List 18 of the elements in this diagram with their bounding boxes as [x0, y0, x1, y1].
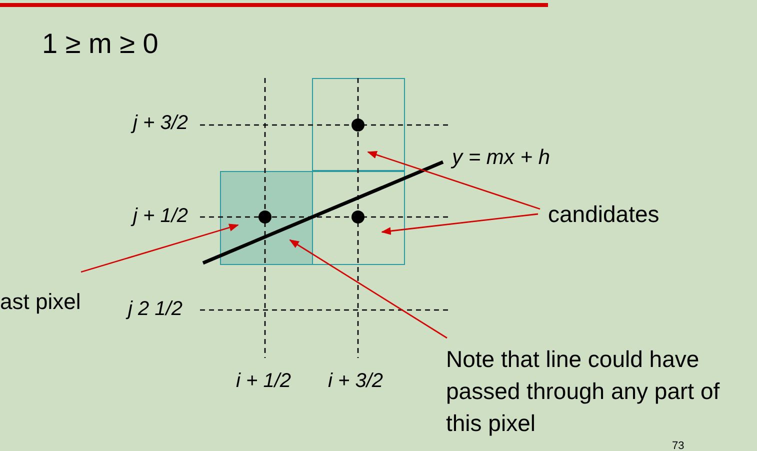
callout-text: ast pixel	[0, 286, 81, 318]
callout-text: Note that line could have passed through any part of this pixel	[446, 343, 736, 439]
shaded-pixel-square	[220, 171, 313, 265]
pixel-square	[312, 78, 405, 171]
leader-line	[289, 239, 448, 339]
axis-label: j + 3/2	[133, 112, 188, 135]
callout-text: candidates	[548, 198, 660, 230]
leader-line	[367, 151, 540, 210]
equation-label: y = mx + h	[452, 146, 550, 170]
page-number: 73	[672, 440, 684, 451]
heading: 1 ≥ m ≥ 0	[42, 28, 158, 60]
pixel-square	[312, 171, 405, 265]
leader-line	[381, 213, 538, 235]
leader-line	[80, 224, 239, 273]
axis-label: i + 1/2	[236, 370, 292, 393]
axis-label: j 2 1/2	[128, 298, 182, 321]
axis-label: i + 3/2	[328, 370, 384, 393]
axis-label: j + 1/2	[133, 205, 188, 228]
